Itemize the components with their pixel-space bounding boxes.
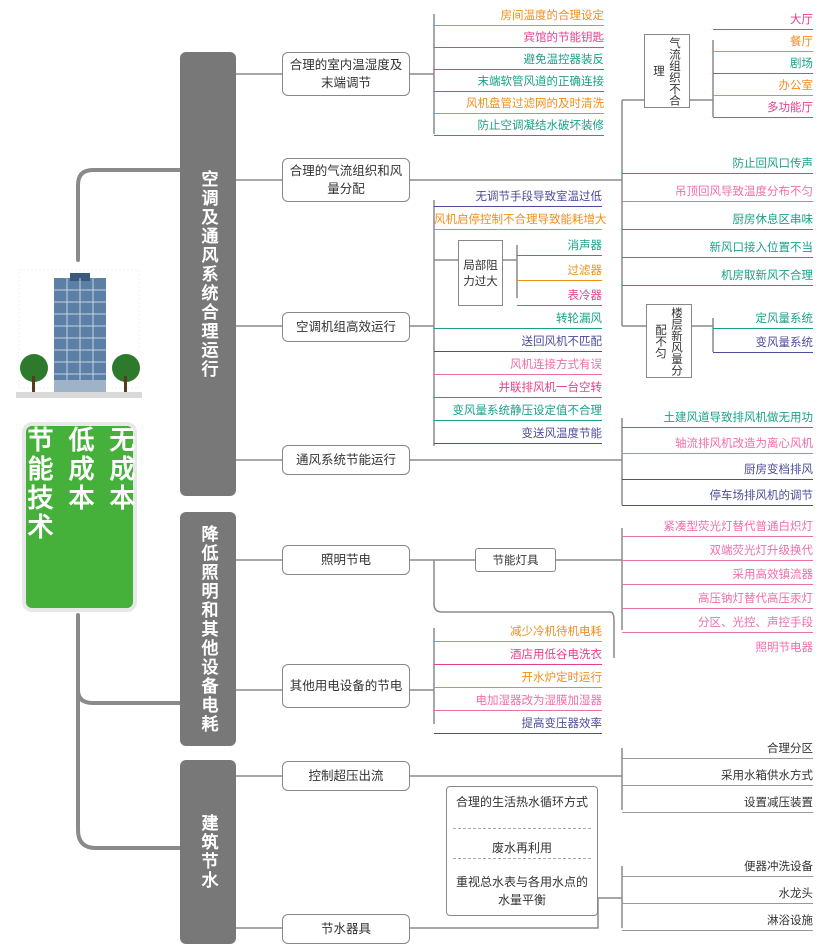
leaf-item: 停车场排风机的调节	[622, 486, 813, 506]
temp-branch	[410, 14, 435, 134]
category-water: 建筑节水	[180, 760, 236, 944]
root-node: 节能技术 低成本 无成本	[22, 422, 137, 612]
ahu-top-leaf-list: 无调节手段导致室温过低 风机启停控制不合理导致能耗增大	[434, 187, 607, 230]
root-col-1: 节能技术	[23, 426, 53, 542]
resist-leaf-list: 消声器 过滤器 表冷器	[517, 236, 602, 306]
node-lighting: 照明节电	[282, 545, 410, 575]
leaf-item: 避免温控器装反	[434, 50, 604, 70]
airflow-leaf-list: 防止回风口传声 吊顶回风导致温度分布不匀 厨房休息区串味 新风口接入位置不当 机…	[622, 154, 813, 286]
leaf-item: 淋浴设施	[622, 911, 813, 931]
node-ventilation: 通风系统节能运行	[282, 445, 410, 475]
leaf-item: 合理分区	[622, 739, 813, 759]
category-hvac: 空调及通风系统合理运行	[180, 52, 236, 496]
light-branch	[410, 528, 623, 658]
node-local-resistance: 局部阻力过大	[458, 240, 503, 306]
leaf-item: 照明节电器	[755, 640, 814, 654]
node-overpressure: 控制超压出流	[282, 761, 410, 791]
leaf-item: 多功能厅	[713, 98, 813, 118]
node-floor-uneven: 楼层新风量分配不匀	[646, 304, 692, 378]
cat1-links	[236, 73, 282, 461]
leaf-item: 防止空调凝结水破坏装修	[434, 116, 604, 136]
leaf-item: 厨房变档排风	[622, 460, 813, 480]
floor-leaf-list: 定风量系统 变风量系统	[713, 309, 813, 353]
node-energy-lamp: 节能灯具	[475, 548, 556, 572]
floor-branch	[622, 318, 714, 352]
leaf-item: 宾馆的节能钥匙	[434, 28, 604, 48]
leaf-item: 并联排风机一台空转	[434, 378, 602, 398]
cat3-links	[236, 775, 282, 929]
leaf-item: 提高变压器效率	[434, 714, 602, 734]
leaf-item: 开水炉定时运行	[434, 668, 602, 688]
leaf-item: 风机盘管过滤网的及时清洗	[434, 94, 604, 114]
leaf-item: 末端软管风道的正确连接	[434, 72, 604, 92]
leaf-item: 便器冲洗设备	[622, 857, 813, 877]
air-branch	[410, 40, 714, 326]
vent-branch	[410, 418, 623, 505]
vent-leaf-list: 土建风道导致排风机做无用功 轴流排风机改造为离心风机 厨房变档排风 停车场排风机…	[622, 408, 813, 506]
cat2-links	[236, 559, 282, 691]
leaf-item: 厨房休息区串味	[622, 210, 813, 230]
leaf-item: 转轮漏风	[434, 309, 602, 329]
leaf-item: 表冷器	[517, 286, 602, 306]
leaf-item: 剧场	[713, 54, 813, 74]
leaf-item: 变风量系统	[713, 333, 813, 353]
node-ahu: 空调机组高效运行	[282, 312, 410, 342]
ahu-branch	[410, 200, 518, 446]
water-measure-item: 合理的生活热水循环方式	[453, 793, 591, 829]
leaf-item: 大厅	[713, 10, 813, 30]
trunk-line	[76, 168, 192, 850]
leaf-item: 设置减压装置	[622, 793, 813, 813]
leaf-item: 变风量系统静压设定值不合理	[434, 401, 602, 421]
leaf-item: 房间温度的合理设定	[434, 6, 604, 26]
leaf-item: 无调节手段导致室温过低	[434, 187, 602, 207]
leaf-item: 紧凑型荧光灯替代普通白炽灯	[622, 517, 813, 537]
leaf-item: 土建风道导致排风机做无用功	[622, 408, 813, 428]
leaf-item: 分区、光控、声控手段	[622, 613, 813, 633]
leaf-item: 过滤器	[517, 261, 602, 281]
fixture-leaf-list: 便器冲洗设备 水龙头 淋浴设施	[622, 857, 813, 931]
other-branch	[410, 628, 435, 724]
leaf-item: 减少冷机待机电耗	[434, 622, 602, 642]
node-temperature: 合理的室内温湿度及末端调节	[282, 52, 410, 96]
ahu-bottom-leaf-list: 转轮漏风 送回风机不匹配 风机连接方式有误 并联排风机一台空转 变风量系统静压设…	[434, 309, 602, 444]
leaf-item: 采用水箱供水方式	[622, 766, 813, 786]
root-col-2: 低成本	[64, 426, 94, 513]
pressure-leaf-list: 合理分区 采用水箱供水方式 设置减压装置	[622, 739, 813, 813]
light-leaf-list: 紧凑型荧光灯替代普通白炽灯 双端荧光灯升级换代 采用高效镇流器 高压钠灯替代高压…	[622, 517, 813, 633]
node-airflow-bad: 气流组织不合理	[644, 34, 690, 108]
node-fixtures: 节水器具	[282, 914, 410, 944]
leaf-item: 新风口接入位置不当	[622, 238, 813, 258]
leaf-item: 水龙头	[622, 884, 813, 904]
building-illustration	[16, 269, 142, 398]
leaf-item: 轴流排风机改造为离心风机	[622, 434, 813, 454]
leaf-item: 机房取新风不合理	[622, 266, 813, 286]
light-leaf-extra: 照明节电器	[614, 638, 814, 657]
other-leaf-list: 减少冷机待机电耗 酒店用低谷电洗衣 开水炉定时运行 电加湿器改为湿膜加湿器 提高…	[434, 622, 602, 734]
leaf-item: 吊顶回风导致温度分布不匀	[622, 182, 813, 202]
water-measure-item: 重视总水表与各用水点的水量平衡	[455, 875, 588, 907]
root-col-3: 无成本	[105, 426, 135, 513]
leaf-item: 酒店用低谷电洗衣	[434, 645, 602, 665]
category-lighting: 降低照明和其他设备电耗	[180, 512, 236, 746]
leaf-item: 采用高效镇流器	[622, 565, 813, 585]
leaf-item: 办公室	[713, 76, 813, 96]
leaf-item: 定风量系统	[713, 309, 813, 329]
temp-leaf-list: 房间温度的合理设定 宾馆的节能钥匙 避免温控器装反 末端软管风道的正确连接 风机…	[434, 6, 604, 136]
leaf-item: 风机启停控制不合理导致能耗增大	[434, 210, 607, 230]
leaf-item: 消声器	[517, 236, 602, 256]
leaf-item: 餐厅	[713, 32, 813, 52]
leaf-item: 双端荧光灯升级换代	[622, 541, 813, 561]
leaf-item: 高压钠灯替代高压汞灯	[622, 589, 813, 609]
water-measures-box: 合理的生活热水循环方式 废水再利用 重视总水表与各用水点的水量平衡	[446, 786, 598, 916]
leaf-item: 电加湿器改为湿膜加湿器	[434, 691, 602, 711]
water-measure-item: 废水再利用	[453, 837, 591, 859]
leaf-item: 变送风温度节能	[434, 424, 602, 444]
room-leaf-list: 大厅 餐厅 剧场 办公室 多功能厅	[713, 10, 813, 118]
node-airflow: 合理的气流组织和风量分配	[282, 158, 410, 202]
node-other-equipment: 其他用电设备的节电	[282, 664, 410, 708]
leaf-item: 送回风机不匹配	[434, 332, 602, 352]
leaf-item: 防止回风口传声	[622, 154, 813, 174]
leaf-item: 风机连接方式有误	[434, 355, 602, 375]
